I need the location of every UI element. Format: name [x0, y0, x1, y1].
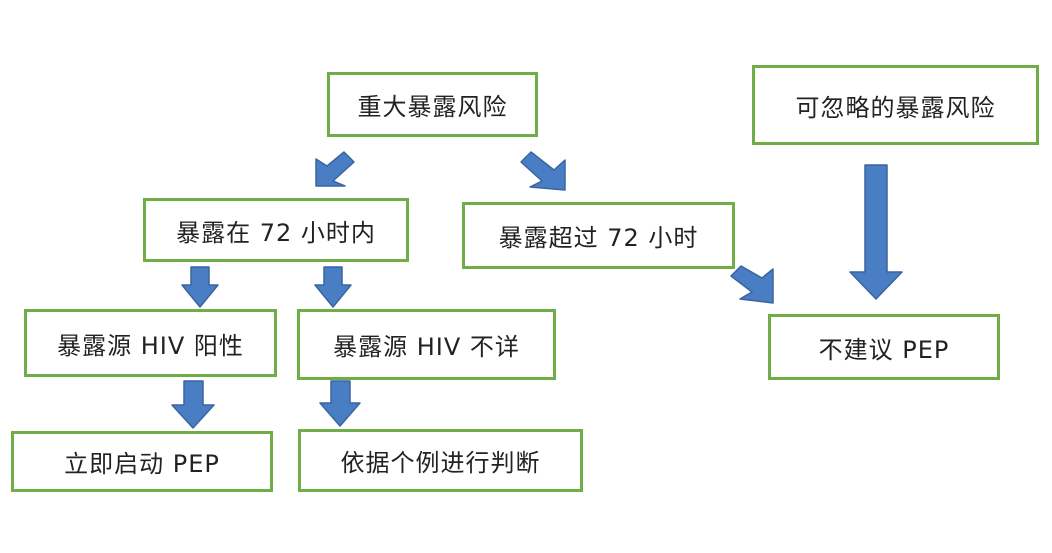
node-case-by-case: 依据个例进行判断: [298, 429, 583, 492]
node-source-hiv-unknown-label: 暴露源 HIV 不详: [333, 333, 520, 361]
node-negligible-risk: 可忽略的暴露风险: [752, 65, 1039, 145]
node-source-hiv-positive-label: 暴露源 HIV 阳性: [57, 331, 244, 360]
arrow-over-72h-to-no-pep: [730, 265, 774, 304]
node-source-hiv-unknown: 暴露源 HIV 不详: [297, 309, 556, 380]
node-case-by-case-label: 依据个例进行判断: [340, 449, 541, 477]
node-over-72h: 暴露超过 72 小时: [462, 202, 735, 269]
node-start-pep-label: 立即启动 PEP: [64, 450, 220, 478]
node-within-72h: 暴露在 72 小时内: [143, 198, 409, 262]
node-within-72h-label: 暴露在 72 小时内: [176, 218, 376, 247]
arrow-major-to-within-72h: [315, 151, 355, 187]
node-major-risk-label: 重大暴露风险: [357, 93, 508, 121]
arrow-positive-to-start-pep: [171, 380, 215, 429]
node-no-pep-label: 不建议 PEP: [818, 335, 950, 364]
arrow-within-72h-to-unknown: [314, 266, 352, 308]
node-over-72h-label: 暴露超过 72 小时: [498, 224, 699, 252]
arrow-within-72h-to-positive: [181, 266, 219, 308]
arrow-major-to-over-72h: [520, 151, 566, 191]
node-negligible-risk-label: 可忽略的暴露风险: [795, 93, 996, 122]
node-source-hiv-positive: 暴露源 HIV 阳性: [24, 309, 277, 377]
node-start-pep: 立即启动 PEP: [11, 431, 273, 492]
arrow-negligible-to-no-pep: [849, 164, 903, 300]
arrow-unknown-to-case-by-case: [319, 380, 361, 427]
node-no-pep: 不建议 PEP: [768, 314, 1000, 380]
node-major-risk: 重大暴露风险: [327, 72, 538, 137]
